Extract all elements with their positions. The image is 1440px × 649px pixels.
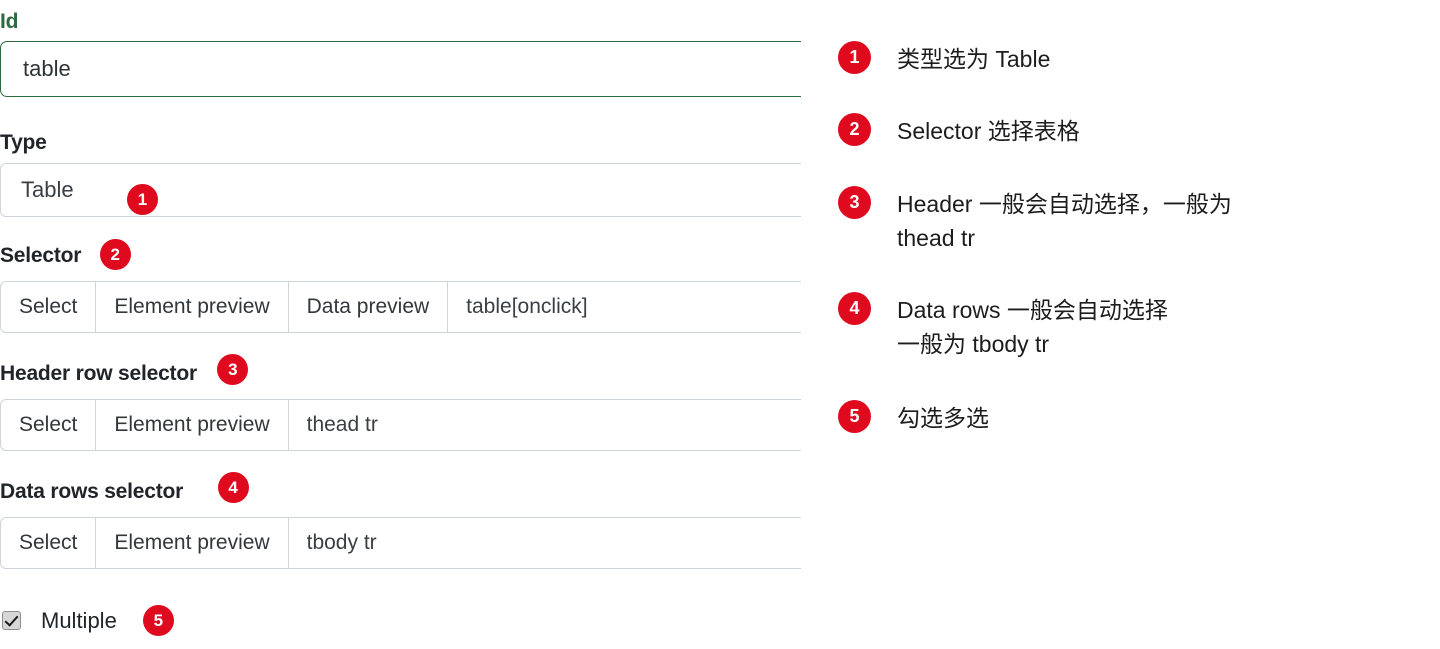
- header-row-selector-field-label: Header row selector: [0, 361, 197, 385]
- selector-data-preview-button[interactable]: Data preview: [287, 281, 449, 333]
- data-rows-selector-field-label: Data rows selector: [0, 479, 184, 503]
- data-rows-selector-input-group: Select Element preview: [0, 517, 801, 569]
- header-row-selector-element-preview-button[interactable]: Element preview: [95, 399, 289, 451]
- header-row-selector-input-group: Select Element preview: [0, 399, 801, 451]
- field-group-selector: Selector 2 Select Element preview Data p…: [0, 239, 801, 333]
- data-rows-selector-input[interactable]: [287, 517, 801, 569]
- annotation-text-2: Selector 选择表格: [897, 118, 1080, 144]
- annotation-badge-1: 1: [838, 41, 871, 74]
- annotation-badge-5: 5: [838, 400, 871, 433]
- annotation-item-2: 2 Selector 选择表格: [838, 113, 1080, 148]
- id-input[interactable]: [0, 41, 801, 98]
- selector-input[interactable]: [447, 281, 801, 333]
- field-group-type: Type 1: [0, 131, 801, 218]
- callout-badge-2: 2: [99, 239, 131, 270]
- selector-select-button[interactable]: Select: [0, 281, 97, 333]
- selector-element-preview-button[interactable]: Element preview: [95, 281, 289, 333]
- entity-form-panel: Id Type 1 Selector 2 Select Element prev…: [0, 0, 801, 649]
- selector-field-label: Selector: [0, 243, 82, 267]
- annotation-text-5: 勾选多选: [897, 405, 989, 431]
- selector-input-group: Select Element preview Data preview: [0, 281, 801, 333]
- data-rows-selector-element-preview-button[interactable]: Element preview: [95, 517, 289, 569]
- type-select[interactable]: [0, 163, 801, 218]
- data-rows-selector-select-button[interactable]: Select: [0, 517, 97, 569]
- multiple-checkbox-row[interactable]: Multiple 5: [2, 605, 174, 636]
- field-group-id: Id: [0, 10, 801, 98]
- annotation-item-1: 1 类型选为 Table: [838, 41, 1050, 76]
- annotation-legend-panel: 1 类型选为 Table 2 Selector 选择表格 3 Header 一般…: [838, 0, 1440, 649]
- annotation-item-5: 5 勾选多选: [838, 400, 989, 435]
- annotation-item-4: 4 Data rows 一般会自动选择 一般为 tbody tr: [838, 292, 1168, 361]
- id-field-label: Id: [0, 10, 19, 33]
- field-group-header-row-selector: Header row selector 3 Select Element pre…: [0, 354, 801, 451]
- annotation-item-3: 3 Header 一般会自动选择，一般为 thead tr: [838, 186, 1232, 255]
- multiple-checkbox[interactable]: [2, 611, 21, 630]
- callout-badge-5: 5: [142, 605, 174, 636]
- field-group-data-rows-selector: Data rows selector 4 Select Element prev…: [0, 472, 801, 569]
- annotation-badge-3: 3: [838, 186, 871, 219]
- annotation-text-3: Header 一般会自动选择，一般为 thead tr: [897, 191, 1232, 251]
- annotation-badge-4: 4: [838, 292, 871, 325]
- annotation-badge-2: 2: [838, 113, 871, 146]
- header-row-selector-input[interactable]: [287, 399, 801, 451]
- callout-badge-4: 4: [217, 472, 249, 503]
- callout-badge-1: 1: [127, 184, 158, 215]
- type-field-label: Type: [0, 131, 47, 154]
- annotation-text-4: Data rows 一般会自动选择 一般为 tbody tr: [897, 297, 1168, 357]
- annotation-text-1: 类型选为 Table: [897, 46, 1051, 72]
- multiple-checkbox-label: Multiple: [41, 607, 117, 633]
- callout-badge-3: 3: [217, 354, 249, 385]
- header-row-selector-select-button[interactable]: Select: [0, 399, 97, 451]
